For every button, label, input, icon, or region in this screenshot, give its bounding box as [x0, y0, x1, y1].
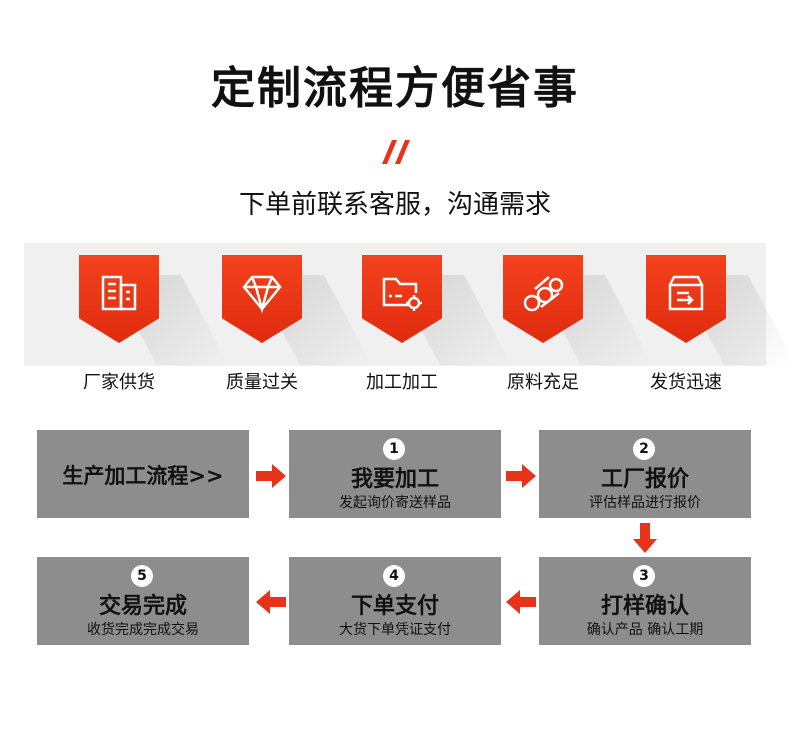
- step-title-1: 我要加工: [350, 467, 439, 492]
- process-step-5: 5 交易完成 收货完成完成交易: [37, 557, 249, 645]
- arrow-down-icon: [633, 523, 657, 553]
- step-desc-2: 评估样品进行报价: [589, 495, 701, 511]
- process-step-4: 4 下单支付 大货下单凭证支付: [289, 557, 501, 645]
- feature-label-factory: 厂家供货: [83, 372, 155, 393]
- folder-gear-icon: [382, 277, 422, 311]
- feature-label-quality: 质量过关: [226, 372, 298, 393]
- double-slash-divider: [382, 140, 410, 164]
- page-subtitle: 下单前联系客服，沟通需求: [238, 190, 551, 220]
- step-number-2: 2: [633, 438, 655, 460]
- process-step-3: 3 打样确认 确认产品 确认工期: [539, 557, 751, 645]
- step-number-5: 5: [131, 565, 153, 587]
- process-step-2: 2 工厂报价 评估样品进行报价: [539, 430, 751, 518]
- step-title-5: 交易完成: [98, 594, 187, 619]
- factory-building-icon: [101, 275, 137, 311]
- feature-badge-factory: [79, 255, 229, 365]
- arrow-right-icon: [506, 464, 536, 488]
- process-step-1: 1 我要加工 发起询价寄送样品: [289, 430, 501, 518]
- process-start-label: 生产加工流程>>: [62, 464, 224, 488]
- material-rolls-icon: [523, 276, 564, 312]
- process-start-box: 生产加工流程>>: [37, 430, 249, 518]
- shipping-box-icon: [668, 275, 704, 311]
- step-desc-3: 确认产品 确认工期: [586, 622, 704, 638]
- feature-badge-quality: [222, 255, 372, 365]
- page-title: 定制流程方便省事: [211, 63, 579, 114]
- feature-badge-shipping: [646, 255, 790, 365]
- step-title-4: 下单支付: [350, 594, 439, 619]
- feature-badge-material: [503, 255, 653, 365]
- step-desc-1: 发起询价寄送样品: [339, 495, 451, 511]
- feature-badge-processing: [362, 255, 512, 365]
- arrow-right-icon: [256, 464, 286, 488]
- step-number-4: 4: [383, 565, 405, 587]
- arrow-left-icon: [506, 590, 536, 614]
- step-number-1: 1: [383, 438, 405, 460]
- arrow-left-icon: [256, 590, 286, 614]
- step-title-3: 打样确认: [600, 594, 689, 619]
- step-title-2: 工厂报价: [600, 467, 689, 492]
- feature-label-processing: 加工加工: [366, 372, 438, 393]
- step-desc-5: 收货完成完成交易: [87, 622, 199, 638]
- step-number-3: 3: [633, 565, 655, 587]
- feature-label-material: 原料充足: [507, 372, 579, 393]
- feature-label-shipping: 发货迅速: [650, 372, 722, 393]
- step-desc-4: 大货下单凭证支付: [339, 622, 451, 638]
- diamond-icon: [242, 275, 282, 314]
